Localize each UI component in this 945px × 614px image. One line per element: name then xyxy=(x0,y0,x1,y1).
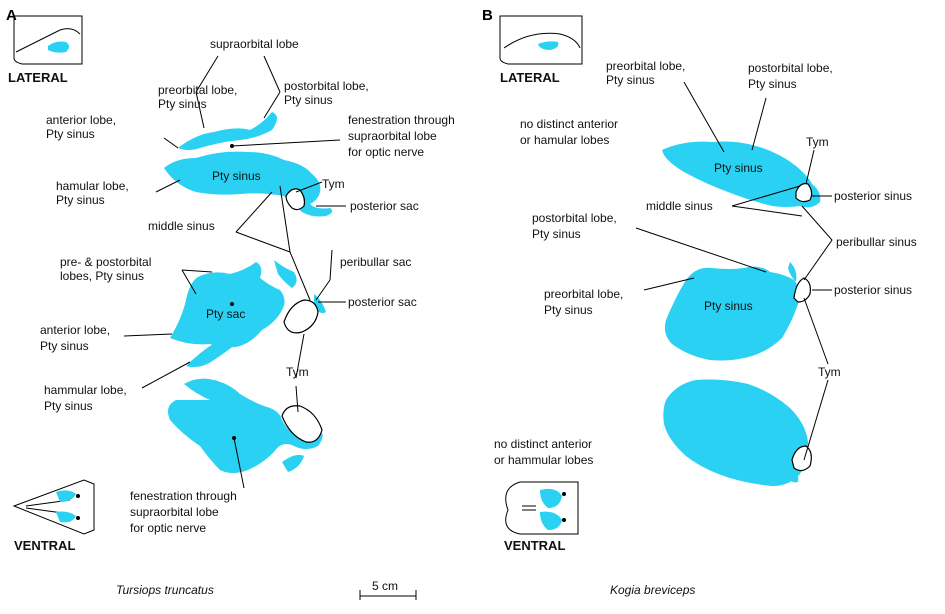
b-label-peribullar-sinus: peribullar sinus xyxy=(836,235,917,249)
panel-a-bottom-sinus xyxy=(168,378,323,473)
a-label-hammular-2: Pty sinus xyxy=(44,399,93,413)
a-label-posterior-sac-mid: posterior sac xyxy=(348,295,417,309)
panel-b-letter: B xyxy=(482,7,493,24)
b-label-no-distinct-1: no distinct anterior xyxy=(520,117,618,131)
a-label-anterior-lower-2: Pty sinus xyxy=(40,339,89,353)
panel-a-pty-sinus-label: Pty sinus xyxy=(212,169,261,183)
panel-a-ventral-label: VENTRAL xyxy=(14,538,75,553)
a-label-peribullar: peribullar sac xyxy=(340,255,411,269)
b-label-posterior-sinus-top: posterior sinus xyxy=(834,189,912,203)
b-label-postorbital-1: postorbital lobe, xyxy=(748,61,833,75)
a-label-fenestration-3: for optic nerve xyxy=(348,145,424,159)
b-pty-sinus-mid-label: Pty sinus xyxy=(704,299,753,313)
panel-a-ventral-inset: VENTRAL xyxy=(12,479,95,553)
a-label-middle-sinus: middle sinus xyxy=(148,219,215,233)
b-label-no-distinct-2: or hamular lobes xyxy=(520,133,609,147)
b-label-postorbital-2: Pty sinus xyxy=(748,77,797,91)
a-label-supraorbital: supraorbital lobe xyxy=(210,37,299,51)
panel-b-leader-lines xyxy=(635,81,833,461)
panel-a-letter: A xyxy=(6,7,17,24)
a-label-preorbital-2: Pty sinus xyxy=(158,97,207,111)
b-label-no-distinct-b-1: no distinct anterior xyxy=(494,437,592,451)
b-label-preorbital-lower-1: preorbital lobe, xyxy=(544,287,623,301)
a-label-fen-bottom-3: for optic nerve xyxy=(130,521,206,535)
b-label-postorbital-lower-1: postorbital lobe, xyxy=(532,211,617,225)
panel-a-labels: supraorbital lobe preorbital lobe, Pty s… xyxy=(40,37,455,597)
panel-a-leader-lines xyxy=(123,55,346,489)
b-label-posterior-sinus-mid: posterior sinus xyxy=(834,283,912,297)
panel-a: A LATERAL VENTRAL Pty sinus xyxy=(6,7,455,597)
panel-a-lateral-sinus: Pty sinus xyxy=(164,112,333,217)
panel-b-ventral-label: VENTRAL xyxy=(504,538,565,553)
a-label-postorbital-2: Pty sinus xyxy=(284,93,333,107)
panel-b: B LATERAL VENTRAL Pty sinus xyxy=(482,7,917,597)
b-label-preorbital-lower-2: Pty sinus xyxy=(544,303,593,317)
a-label-fenestration-2: supraorbital lobe xyxy=(348,129,437,143)
a-label-tym-bottom: Tym xyxy=(286,365,309,379)
a-species-label: Tursiops truncatus xyxy=(116,583,214,597)
a-label-fen-bottom-1: fenestration through xyxy=(130,489,237,503)
panel-a-pty-sac-label: Pty sac xyxy=(206,307,245,321)
panel-b-ventral-inset: VENTRAL xyxy=(504,481,579,553)
panel-b-ventral-sinus: Pty sinus xyxy=(664,262,811,361)
b-label-preorbital-2: Pty sinus xyxy=(606,73,655,87)
b-label-preorbital-1: preorbital lobe, xyxy=(606,59,685,73)
b-label-postorbital-lower-2: Pty sinus xyxy=(532,227,581,241)
a-label-postorbital-1: postorbital lobe, xyxy=(284,79,369,93)
panel-b-lateral-sinus: Pty sinus xyxy=(662,141,821,208)
b-label-no-distinct-b-2: or hammular lobes xyxy=(494,453,593,467)
panel-b-bottom-sinus xyxy=(663,379,812,486)
panel-b-labels: preorbital lobe, Pty sinus postorbital l… xyxy=(494,59,917,597)
b-pty-sinus-top-label: Pty sinus xyxy=(714,161,763,175)
b-species-label: Kogia breviceps xyxy=(610,583,695,597)
scale-bar: 5 cm xyxy=(359,579,417,600)
a-label-hammular-1: hammular lobe, xyxy=(44,383,127,397)
a-label-fen-bottom-2: supraorbital lobe xyxy=(130,505,219,519)
a-label-anterior-2: Pty sinus xyxy=(46,127,95,141)
a-label-fenestration-1: fenestration through xyxy=(348,113,455,127)
a-label-hamular-1: hamular lobe, xyxy=(56,179,129,193)
a-label-prepost-2: lobes, Pty sinus xyxy=(60,269,144,283)
a-label-tym-top: Tym xyxy=(322,177,345,191)
a-label-posterior-sac-top: posterior sac xyxy=(350,199,419,213)
a-label-anterior-lower-1: anterior lobe, xyxy=(40,323,110,337)
panel-a-lateral-inset: LATERAL xyxy=(8,15,83,85)
b-label-middle-sinus: middle sinus xyxy=(646,199,713,213)
a-label-anterior-1: anterior lobe, xyxy=(46,113,116,127)
scale-bar-label: 5 cm xyxy=(372,579,398,593)
panel-b-lateral-inset: LATERAL xyxy=(499,15,583,85)
b-label-tym-top: Tym xyxy=(806,135,829,149)
a-label-hamular-2: Pty sinus xyxy=(56,193,105,207)
panel-a-lateral-label: LATERAL xyxy=(8,70,68,85)
panel-b-lateral-label: LATERAL xyxy=(500,70,560,85)
a-label-prepost-1: pre- & postorbital xyxy=(60,255,151,269)
a-label-preorbital-1: preorbital lobe, xyxy=(158,83,237,97)
panel-a-ventral-sinus: Pty sac xyxy=(170,260,326,368)
b-label-tym-bottom: Tym xyxy=(818,365,841,379)
